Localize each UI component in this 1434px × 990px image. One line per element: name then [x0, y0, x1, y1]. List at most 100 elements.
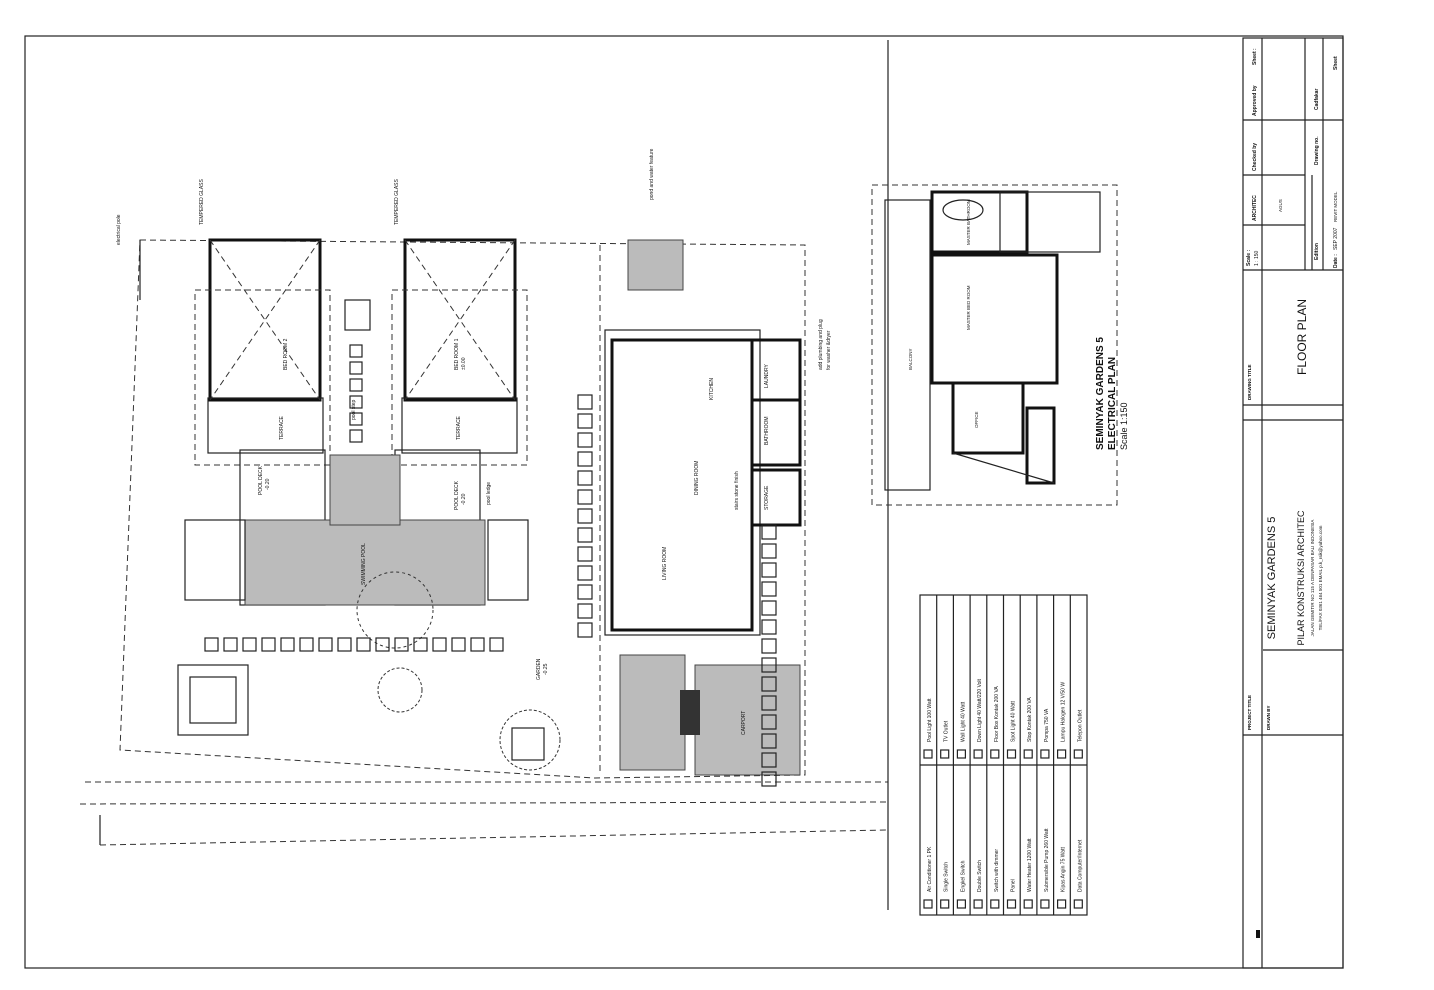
legend-symbol-icon: [1006, 749, 1017, 759]
office: [951, 381, 1025, 455]
label-bed-room-2: BED ROOM 2: [283, 338, 289, 370]
master-bedroom: [930, 253, 1059, 385]
paver: [280, 637, 295, 652]
label-bed-room-1: BED ROOM 1: [454, 338, 460, 370]
paver: [349, 412, 363, 426]
paver: [451, 637, 466, 652]
date-value: SEP 2007: [1333, 227, 1339, 250]
paver: [761, 638, 777, 654]
label-pool-deck: POOL DECK: [454, 480, 460, 510]
legend-item-label: Telepon Outlet: [1077, 709, 1083, 742]
paver: [761, 752, 777, 768]
legend-symbol-icon: [1073, 749, 1083, 759]
legend-symbol-icon: [1056, 899, 1067, 909]
storage-room: [750, 468, 802, 527]
paver: [349, 395, 363, 409]
lot-boundary: [119, 239, 806, 779]
paver: [349, 378, 363, 392]
legend-symbol-icon: [1040, 899, 1050, 909]
legend-item-label: Wall Light 40 Watt: [960, 701, 966, 742]
bathroom: [750, 398, 802, 467]
paver: [413, 637, 428, 652]
title-block: Sheet : Approved by Checked by ARCHITEC …: [1242, 37, 1344, 969]
legend-symbol-icon: [1073, 899, 1083, 909]
legend-item-label: TV Outlet: [944, 720, 950, 742]
legend-symbol-icon: [956, 749, 967, 759]
stair: [1025, 406, 1056, 485]
paver: [761, 714, 777, 730]
paver: [356, 637, 371, 652]
site-plan: electrical pole TEMPERED GLASS TEMPERED …: [79, 40, 889, 910]
paver: [761, 543, 777, 559]
legend-item-label: Down Light 40 Watt/220 Volt: [977, 678, 983, 742]
legend-symbol-icon: [1023, 749, 1033, 759]
sheet-label: Sheet :: [1252, 48, 1258, 65]
legend-item-label: Pool Light 100 Watt: [927, 698, 933, 742]
paver: [577, 508, 593, 524]
firm-contact: TEL/FAX 0361 464 501 EMAIL p.k_rsik@yaho…: [1318, 525, 1323, 630]
paver: [577, 584, 593, 600]
label-master-bedroom: MASTER BED ROOM: [966, 285, 971, 330]
stamp-mark: [1256, 930, 1260, 938]
drawn-value: AGUS: [1278, 199, 1283, 212]
paver: [375, 637, 390, 652]
label-dining-room: DINING ROOM: [694, 461, 700, 495]
paver: [577, 527, 593, 543]
legend-symbol-icon: [1006, 899, 1017, 909]
drawn-by-label: DRAWN BY: [1266, 706, 1271, 731]
label-pool-ledge: pool ledge: [486, 482, 492, 505]
paver: [349, 361, 363, 375]
label-level: ±0.00: [461, 357, 467, 370]
paver: [577, 622, 593, 638]
bedroom-1: [403, 238, 517, 402]
paver: [761, 524, 777, 540]
label-level: -0.25: [543, 663, 549, 675]
paver: [577, 394, 593, 410]
designer-value: ARCHITEC: [1252, 195, 1258, 221]
paver: [761, 695, 777, 711]
upper-plan-title: SEMINYAK GARDENS 5: [1095, 337, 1106, 450]
label-bathroom: BATHROOM: [764, 416, 770, 445]
gazebo: [177, 664, 249, 736]
legend-item-label: Panel: [1011, 879, 1017, 892]
label-carport: CARPORT: [741, 711, 747, 735]
drawing-title: FLOOR PLAN: [1295, 299, 1309, 375]
car-icon: [680, 690, 700, 735]
paver: [318, 637, 333, 652]
paver: [577, 489, 593, 505]
legend-symbol-icon: [990, 899, 1000, 909]
label-stairs: stairs stone finish: [734, 471, 740, 510]
file-label: REVIT MODEL: [1333, 191, 1338, 222]
label-laundry: LAUNDRY: [764, 364, 770, 388]
legend-item-label: Data Computer/Internet: [1077, 839, 1083, 892]
drawing-title-label: DRAWING TITLE: [1247, 365, 1252, 401]
paver: [761, 562, 777, 578]
legend-symbol-icon: [973, 899, 983, 909]
label-garden: GARDEN: [536, 658, 542, 680]
legend-symbol-icon: [956, 899, 967, 909]
label-level: -0.20: [461, 493, 467, 505]
scale-value: 1 : 150: [1254, 250, 1260, 266]
legend-item-label: Double Switch: [977, 860, 983, 892]
label-tempered-glass: TEMPERED GLASS: [199, 178, 205, 225]
paver: [432, 637, 447, 652]
firm-name: PILAR KONSTRUKSI ARCHITEC: [1296, 510, 1306, 646]
paver: [577, 546, 593, 562]
scale-label: Scale :: [1246, 250, 1252, 266]
legend-symbol-icon: [990, 749, 1000, 759]
paver: [577, 432, 593, 448]
paver: [761, 657, 777, 673]
legend-symbol-icon: [1040, 749, 1050, 759]
bedroom-2: [208, 238, 322, 402]
project-title: SEMINYAK GARDENS 5: [1266, 517, 1278, 640]
paver: [394, 637, 409, 652]
paver: [261, 637, 276, 652]
paver: [349, 344, 363, 358]
label-balcony: BALCONY: [908, 348, 913, 370]
paver: [242, 637, 257, 652]
legend-item-label: Single Switch: [944, 862, 950, 892]
paver: [577, 603, 593, 619]
paver: [761, 733, 777, 749]
label-tempered-glass: TEMPERED GLASS: [394, 178, 400, 225]
